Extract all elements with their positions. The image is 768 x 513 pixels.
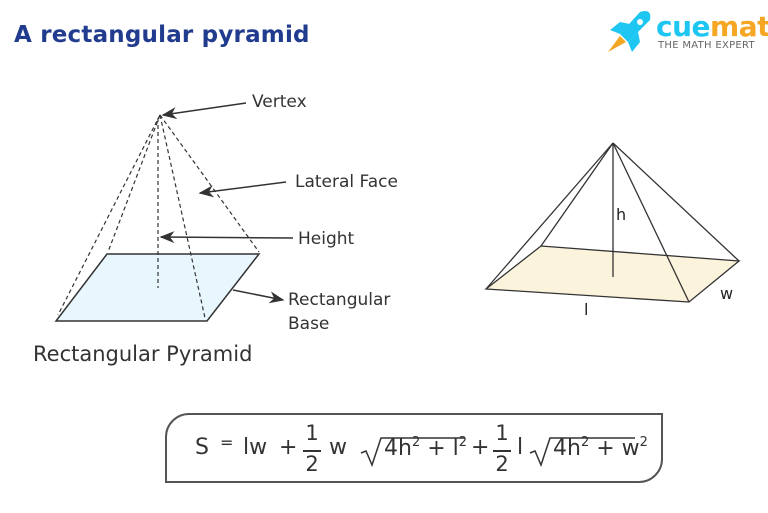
lateral-face-label: Lateral Face (295, 172, 398, 192)
exponent: 2 (639, 435, 648, 450)
formula-S: S (195, 435, 209, 460)
vertex-label: Vertex (252, 92, 307, 112)
pyramid-drawings (54, 102, 741, 322)
base-label-line1: Rectangular (288, 290, 391, 310)
logo-tagline: THE MATH EXPERT (658, 40, 755, 51)
plus: + (427, 436, 446, 461)
term-l: l (452, 436, 459, 461)
page-title: A rectangular pyramid (14, 22, 310, 48)
plus: + (596, 436, 615, 461)
frac2-numerator: 1 (495, 421, 509, 445)
term-4h: 4h (384, 436, 412, 461)
logo-cue: cue (656, 10, 711, 43)
term-4h: 4h (553, 436, 581, 461)
right-pyramid (484, 142, 741, 303)
left-pyramid (54, 102, 294, 322)
edge (107, 114, 161, 253)
exponent: 2 (411, 435, 421, 450)
logo-wordmark: cuemath (656, 10, 768, 43)
formula-equals: = (220, 433, 234, 452)
rocket-icon (608, 11, 651, 52)
frac2-bar (493, 450, 511, 452)
lateral-face-arrow (198, 181, 287, 198)
h-label: h (616, 205, 627, 224)
frac1-numerator: 1 (305, 421, 319, 445)
formula-plus: + (279, 435, 298, 460)
surface-area-formula: S = lw + 1 2 w 4h2 + l2 + 1 2 l 4h2 + w2 (165, 413, 663, 483)
formula-l: l (517, 435, 524, 460)
term-w: w (621, 436, 640, 461)
base-label-line2: Base (288, 314, 330, 334)
height-label: Height (298, 229, 355, 249)
formula-plus-2: + (471, 435, 490, 460)
edge (57, 114, 161, 316)
height-arrow (159, 231, 294, 244)
radicand-2: 4h2 + w2 (553, 435, 648, 461)
vertex-arrow (161, 102, 247, 120)
edge (159, 114, 260, 253)
base-arrow (232, 289, 285, 304)
formula-w: w (329, 435, 347, 460)
l-label: l (584, 300, 589, 319)
exponent: 2 (580, 435, 590, 450)
radical-signs (360, 437, 635, 468)
radicand-1: 4h2 + l2 (384, 435, 467, 461)
formula-lw: lw (243, 435, 268, 460)
logo-math: math (710, 10, 768, 43)
frac1-bar (303, 450, 321, 452)
frac1-denominator: 2 (305, 452, 319, 476)
diagram-caption: Rectangular Pyramid (33, 342, 253, 366)
exponent: 2 (458, 435, 468, 450)
w-label: w (720, 284, 734, 303)
frac2-denominator: 2 (495, 452, 509, 476)
